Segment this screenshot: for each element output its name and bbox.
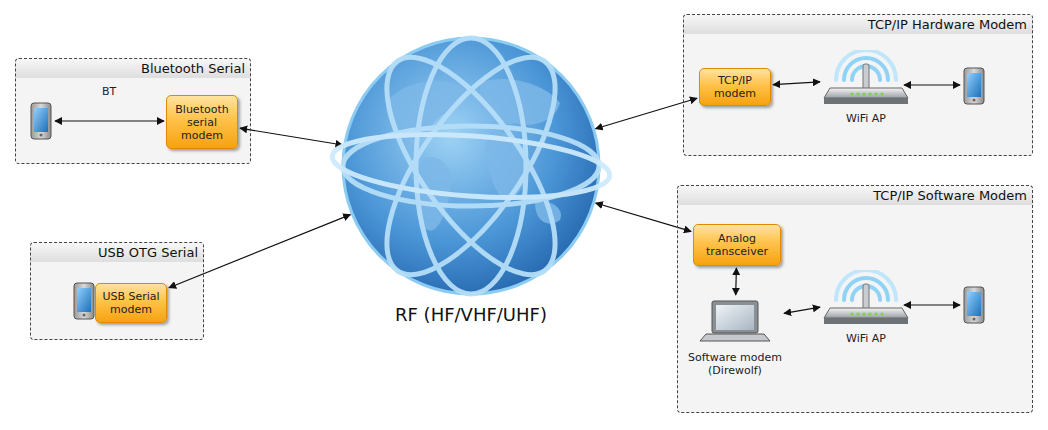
phone-icon [74,283,94,319]
bt-link [55,120,164,121]
rf-link [784,307,820,313]
modem-label: TCP/IP modem [704,74,766,100]
ap-label: WiFi AP [822,332,910,345]
group-title: USB OTG Serial [31,243,203,263]
wifi-ap: WiFi AP [822,50,910,134]
icon [330,28,612,298]
rf-link [773,82,820,85]
laptop-label: Software modem (Direwolf) [688,351,782,377]
wifi-ap: WiFi AP [822,270,910,354]
modem-label: Bluetooth serial modem [171,103,233,142]
icon [822,270,910,328]
rf-link [596,98,698,128]
group-box: TCP/IP Hardware ModemTCP/IP modemWiFi AP [683,14,1033,156]
modem-box: USB Serial modem [95,283,167,323]
icon [688,297,782,347]
group-title: TCP/IP Hardware Modem [684,15,1032,35]
rf-link [240,128,343,145]
wifi-link [904,304,960,305]
phone-icon [964,68,984,104]
rf-globe: RF (HF/VHF/UHF) [330,28,612,328]
group-box: TCP/IP Software ModemAnalog transceiverS… [677,185,1033,413]
ap-label: WiFi AP [822,112,910,125]
group-box: USB OTG SerialUSB Serial modem [30,242,204,340]
laptop-modem: Software modem (Direwolf) [688,297,782,399]
phone-icon [31,103,51,139]
group-title: Bluetooth Serial [16,59,250,79]
group-box: Bluetooth SerialBluetooth serial modem [15,58,251,164]
icon [822,50,910,108]
modem-box: TCP/IP modem [699,68,771,106]
modem-box: Analog transceiver [693,224,781,266]
phone-icon [964,287,984,323]
wifi-link [904,84,960,85]
rf-link [735,268,737,295]
modem-label: Analog transceiver [698,232,776,258]
link-label: BT [102,85,116,98]
group-title: TCP/IP Software Modem [678,186,1032,206]
globe-label: RF (HF/VHF/UHF) [330,304,612,325]
modem-label: USB Serial modem [100,290,162,316]
modem-box: Bluetooth serial modem [166,95,238,149]
